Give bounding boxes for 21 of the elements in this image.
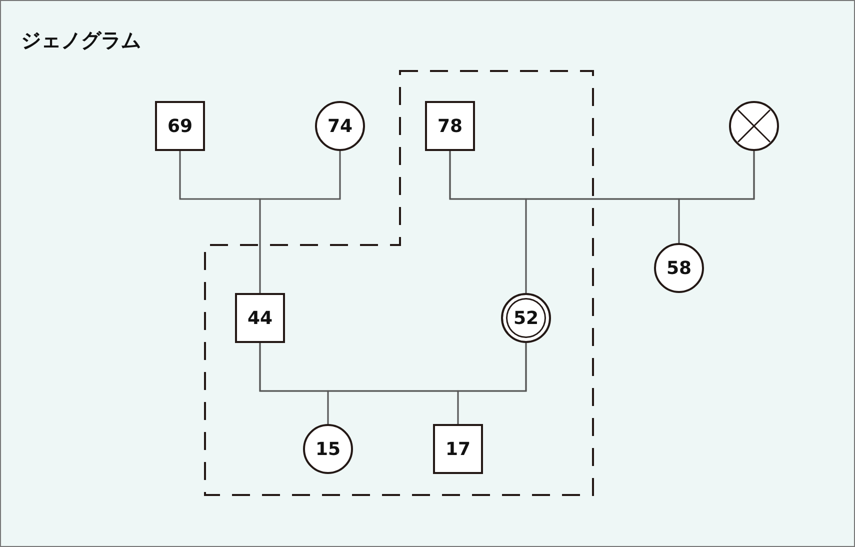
male-square (433, 424, 483, 474)
index-person-double-circle (501, 293, 551, 343)
family-line (259, 151, 341, 293)
female-circle (315, 101, 365, 151)
family-line (678, 151, 755, 243)
deceased-circle (729, 101, 779, 151)
age-label: 69 (167, 116, 193, 136)
age-label: 52 (513, 308, 539, 328)
age-label: 74 (327, 116, 353, 136)
male-square (235, 293, 285, 343)
age-label: 58 (666, 258, 692, 278)
female-circle (303, 424, 353, 474)
male-square (425, 101, 475, 151)
family-line (457, 343, 527, 424)
age-label: 44 (247, 308, 273, 328)
age-label: 17 (445, 438, 471, 460)
age-label: 15 (315, 438, 341, 460)
age-label: 78 (437, 116, 463, 136)
diagram-title: ジェノグラム (21, 27, 141, 54)
male-square (155, 101, 205, 151)
female-circle (654, 243, 704, 293)
